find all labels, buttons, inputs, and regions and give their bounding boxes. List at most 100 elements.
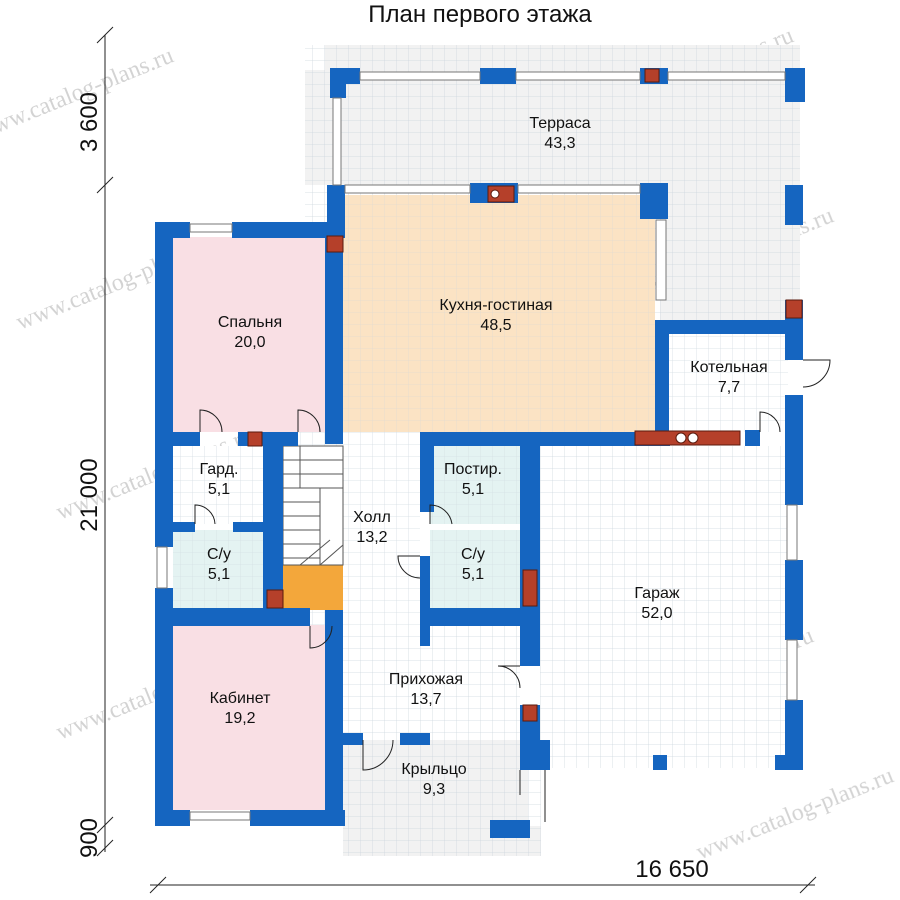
door	[397, 555, 421, 579]
wc-left-tiles	[173, 530, 263, 610]
room-area: 5,1	[462, 566, 484, 583]
wall	[420, 432, 670, 446]
wardrobe-tiles	[173, 446, 263, 524]
wall	[520, 446, 540, 610]
column	[785, 299, 803, 319]
room-name: Холл	[353, 509, 391, 526]
window	[332, 97, 342, 186]
room-label-boiler: Котельная 7,7	[690, 359, 767, 396]
wall	[155, 222, 173, 547]
window	[667, 71, 786, 81]
column	[247, 431, 263, 447]
wall	[420, 626, 430, 646]
dim-tick	[96, 26, 114, 44]
dim-tick	[96, 816, 114, 834]
room-label-wc-right: С/у 5,1	[461, 546, 485, 583]
plan-title: План первого этажа	[368, 1, 592, 28]
wall	[640, 183, 668, 219]
wall	[420, 608, 540, 626]
room-name: Котельная	[690, 359, 767, 376]
window	[515, 71, 641, 81]
room-label-bedroom: Спальня 20,0	[218, 314, 282, 351]
wall	[520, 740, 550, 770]
room-area: 13,2	[356, 529, 387, 546]
wall	[785, 560, 803, 640]
room-fills	[173, 45, 800, 856]
porch-tiles	[343, 740, 541, 856]
room-name: Прихожая	[389, 671, 463, 688]
room-area: 48,5	[480, 317, 511, 334]
room-label-hall: Холл 13,2	[353, 509, 391, 546]
wall	[480, 68, 516, 84]
door	[759, 411, 781, 433]
column	[522, 569, 538, 607]
wall	[155, 588, 173, 825]
window	[655, 219, 667, 301]
study-area	[173, 625, 325, 810]
wall	[155, 608, 310, 626]
wall	[653, 755, 667, 770]
door	[362, 739, 394, 771]
flue	[490, 189, 500, 199]
door	[309, 625, 333, 649]
room-name: С/у	[207, 546, 231, 563]
wall	[155, 810, 190, 826]
dim-bottom: 16 650	[635, 856, 708, 883]
windows	[156, 71, 798, 821]
wall	[520, 626, 540, 666]
room-area: 5,1	[208, 566, 230, 583]
window	[189, 223, 233, 233]
flue	[687, 432, 699, 444]
room-label-laundry: Постир. 5,1	[444, 461, 502, 498]
wall	[155, 432, 200, 446]
wall	[785, 332, 803, 360]
door	[802, 359, 831, 388]
wall	[785, 395, 803, 505]
wall	[420, 556, 430, 610]
wall	[250, 810, 345, 826]
room-name: Спальня	[218, 314, 282, 331]
room-area: 9,3	[423, 781, 445, 798]
room-area: 5,1	[208, 481, 230, 498]
dimension-lines	[96, 26, 817, 894]
dim-tick	[96, 839, 114, 857]
wall	[325, 625, 343, 825]
dim-top-left: 3 600	[76, 92, 103, 152]
dim-left: 21 000	[76, 458, 103, 531]
wall	[785, 700, 803, 770]
wall	[655, 320, 803, 334]
columns	[247, 68, 803, 722]
wall	[325, 610, 343, 625]
column	[644, 68, 660, 83]
room-labels: Терраса43,3Кухня-гостиная48,5Спальня20,0…	[200, 115, 768, 798]
dim-tick	[149, 876, 167, 894]
room-label-wardrobe: Гард. 5,1	[200, 461, 239, 498]
wall	[785, 68, 805, 102]
room-area: 20,0	[234, 334, 265, 351]
room-area: 19,2	[224, 710, 255, 727]
wall	[238, 432, 298, 446]
room-area: 5,1	[462, 481, 484, 498]
wall	[400, 733, 430, 745]
wall	[490, 820, 530, 838]
wall	[785, 185, 803, 225]
room-name: Постир.	[444, 461, 502, 478]
window	[517, 184, 641, 194]
window	[189, 811, 251, 821]
room-name: Гард.	[200, 461, 239, 478]
dim-bottom-left: 900	[76, 818, 103, 858]
room-name: С/у	[461, 546, 485, 563]
room-name: Терраса	[529, 115, 590, 132]
room-area: 13,7	[410, 691, 441, 708]
entry-tiles	[343, 625, 520, 740]
room-area: 7,7	[718, 379, 740, 396]
wall	[655, 325, 669, 445]
column	[266, 589, 284, 609]
wall	[775, 755, 803, 770]
wall	[745, 430, 760, 446]
dim-tick	[96, 176, 114, 194]
